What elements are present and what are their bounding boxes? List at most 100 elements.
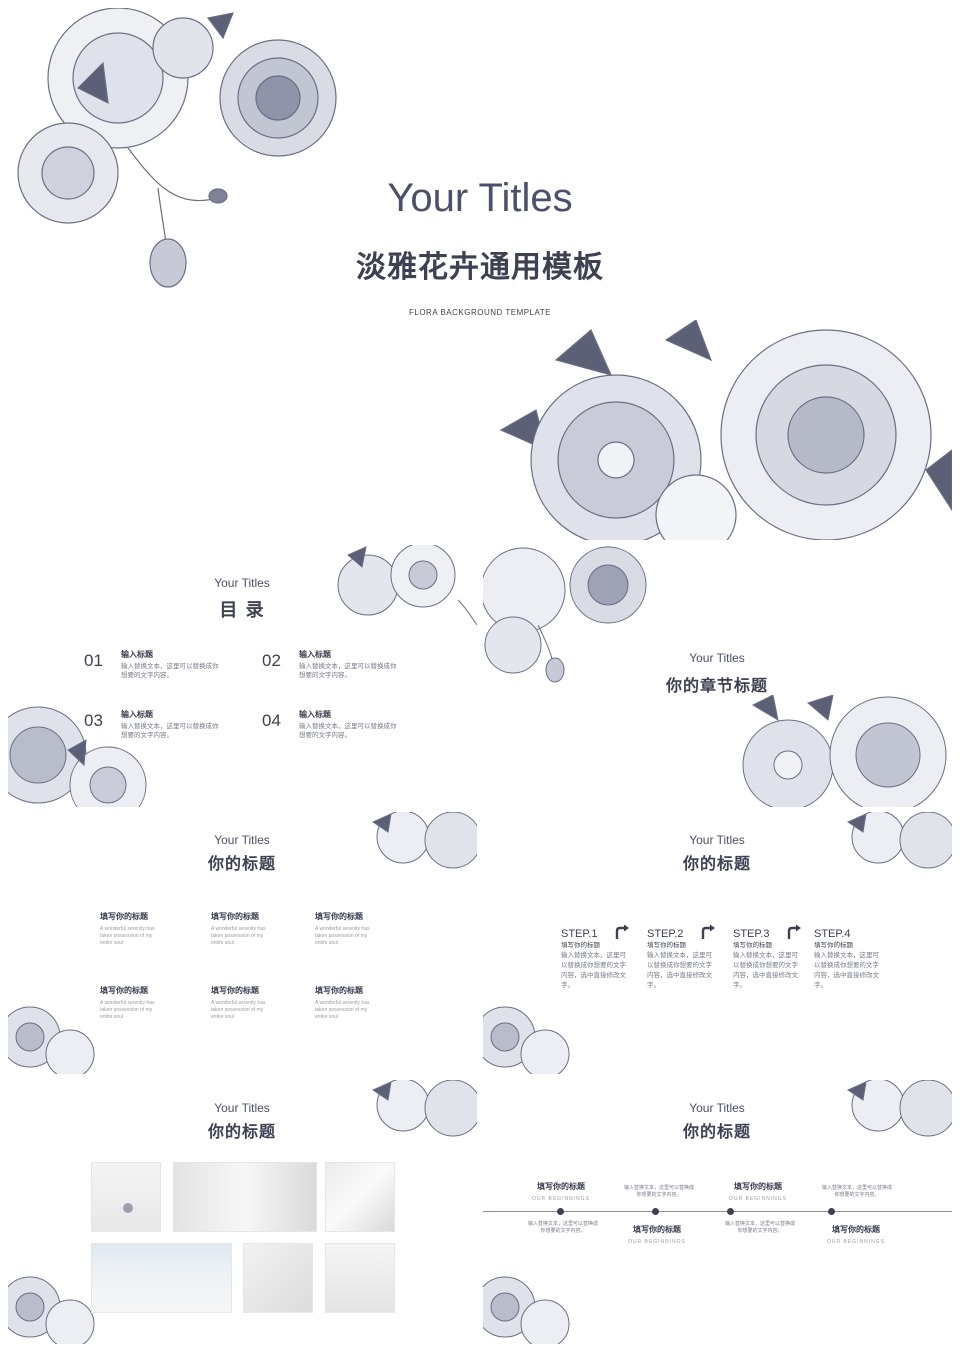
cover-title-zh: 淡雅花卉通用模板 [356,250,604,285]
timeline-sub: OUR BEGINNINGS [628,1239,686,1245]
grid-item-text: entire soul [211,1014,235,1020]
step-number: STEP.4 [814,928,851,940]
toc-item-text: 想要的文字内容。 [121,671,173,679]
toc-item: 01 输入标题 输入替换文本，这里可以替换成你 想要的文字内容。 [84,649,264,689]
grid-item-label: 填写你的标题 [211,912,259,921]
grid-item-text: entire soul [315,940,339,946]
flower-top-right-icon [337,545,477,625]
grid-item-text: entire soul [100,940,124,946]
timeline-dot [557,1208,564,1215]
grid-item-text: A wonderful serenity has [315,1000,370,1006]
timeline-dot [652,1208,659,1215]
flower-top-right-icon [371,1080,477,1137]
step-text: 内容，选中直接修改文 [647,971,712,979]
toc-item-label: 输入标题 [299,650,331,659]
step-item: STEP.1 填写你的标题 输入替换文本，这里可 以替换成你想要的文字 内容，选… [561,928,641,990]
toc-title-en: Your Titles [214,576,270,590]
grid-title-zh: 你的标题 [207,854,276,873]
photos-slide: Your Titles 你的标题 [8,1080,477,1344]
turn-arrow-icon [615,924,629,939]
toc-item-label: 输入标题 [121,650,153,659]
toc-item-number: 04 [262,711,281,730]
step-text: 内容，选中直接修改文 [733,971,798,979]
timeline-milestone: 填写你的标题 OUR BEGINNINGS [806,1224,906,1246]
toc-item-text: 想要的文字内容。 [299,731,351,739]
cover-title-en: Your Titles [387,176,573,220]
timeline-slide: Your Titles 你的标题 填写你的标题 OUR BEGINNINGS 输… [483,1080,952,1344]
grid-item-label: 填写你的标题 [211,986,259,995]
timeline-milestone: 填写你的标题 OUR BEGINNINGS [607,1224,707,1246]
photo-wall [325,1243,395,1313]
grid-item-text: taken possession of my [315,933,368,939]
photo-staircase [243,1243,313,1313]
section-title-en: Your Titles [689,651,745,665]
rose-bottom-right-icon [742,695,947,807]
grid-item-text: A wonderful serenity has [100,1000,155,1006]
step-text: 内容，选中直接修改文 [561,971,626,979]
photo-lamp [91,1162,161,1232]
flower-top-left-icon [483,546,647,683]
timeline-text-block: 输入替换文本，这里可以替换成 你想要的文字内容。 [609,1185,709,1199]
rose-bottom-left-icon [483,1006,570,1074]
turn-arrow-icon [701,924,715,939]
flower-top-right-icon [846,1080,952,1137]
grid-item-text: taken possession of my [315,1007,368,1013]
step-text: 以替换成你想要的文字 [647,961,712,969]
grid-item-text: A wonderful serenity has [100,926,155,932]
grid-item-label: 填写你的标题 [315,986,363,995]
toc-item-text: 想要的文字内容。 [121,731,173,739]
toc-item-label: 输入标题 [121,710,153,719]
toc-item-number: 01 [84,651,103,670]
timeline-text: 你想要的文字内容。 [636,1192,682,1198]
toc-item-text: 输入替换文本，这里可以替换成你 [299,722,397,730]
step-text: 输入替换文本，这里可 [647,951,712,959]
timeline-milestone: 填写你的标题 OUR BEGINNINGS [708,1181,808,1203]
timeline-sub: OUR BEGINNINGS [532,1196,590,1202]
step-text: 以替换成你想要的文字 [814,961,879,969]
step-text: 输入替换文本，这里可 [733,951,798,959]
steps-slide: Your Titles 你的标题 STEP.1 填写你的标题 输入替换文本，这里… [483,812,952,1074]
step-text: 字。 [814,981,827,989]
step-number: STEP.3 [733,928,770,940]
turn-arrow-icon [787,924,801,939]
timeline-text: 你想要的文字内容。 [540,1228,586,1234]
photos-title-zh: 你的标题 [207,1122,276,1141]
grid-item-text: A wonderful serenity has [211,926,266,932]
timeline-milestone: 填写你的标题 OUR BEGINNINGS [511,1181,611,1203]
timeline-text: 你想要的文字内容。 [834,1192,880,1198]
step-text: 内容，选中直接修改文 [814,971,879,979]
grid-item: 填写你的标题 A wonderful serenity has taken po… [100,911,200,947]
toc-slide: Your Titles 目 录 01 输入标题 输入替换文本，这里可以替换成你 … [8,545,477,807]
timeline-title-zh: 你的标题 [682,1122,751,1141]
grid-item-text: taken possession of my [100,1007,153,1013]
cover-subtitle: FLORA BACKGROUND TEMPLATE [408,308,551,317]
step-label: 填写你的标题 [647,941,686,949]
section-title-zh: 你的章节标题 [665,676,768,695]
timeline-label: 填写你的标题 [832,1225,880,1234]
steps-title-en: Your Titles [689,833,745,847]
lamp-icon [123,1203,133,1213]
grid-item-text: taken possession of my [211,1007,264,1013]
flower-top-right-icon [846,812,952,869]
toc-item: 03 输入标题 输入替换文本，这里可以替换成你 想要的文字内容。 [84,709,264,749]
flower-top-right-icon [371,812,477,869]
grid-item: 填写你的标题 A wonderful serenity has taken po… [211,985,311,1021]
toc-title-zh: 目 录 [219,600,265,621]
step-text: 输入替换文本，这里可 [561,951,626,959]
timeline-text: 输入替换文本，这里可以替换成 [623,1185,694,1191]
toc-item-text: 输入替换文本，这里可以替换成你 [121,662,219,670]
timeline-title-en: Your Titles [689,1101,745,1115]
photos-title-en: Your Titles [214,1101,270,1115]
timeline-label: 填写你的标题 [633,1225,681,1234]
step-label: 填写你的标题 [814,941,853,949]
rose-bottom-left-icon [483,1276,570,1344]
toc-item-number: 02 [262,651,281,670]
step-item: STEP.4 填写你的标题 输入替换文本，这里可 以替换成你想要的文字 内容，选… [814,928,894,990]
grid-item: 填写你的标题 A wonderful serenity has taken po… [315,911,415,947]
rose-bouquet-top-left-icon [17,8,337,288]
grid-item-text: entire soul [100,1014,124,1020]
timeline-label: 填写你的标题 [537,1182,585,1191]
toc-item-number: 03 [84,711,103,730]
step-number: STEP.2 [647,928,684,940]
toc-item-label: 输入标题 [299,710,331,719]
